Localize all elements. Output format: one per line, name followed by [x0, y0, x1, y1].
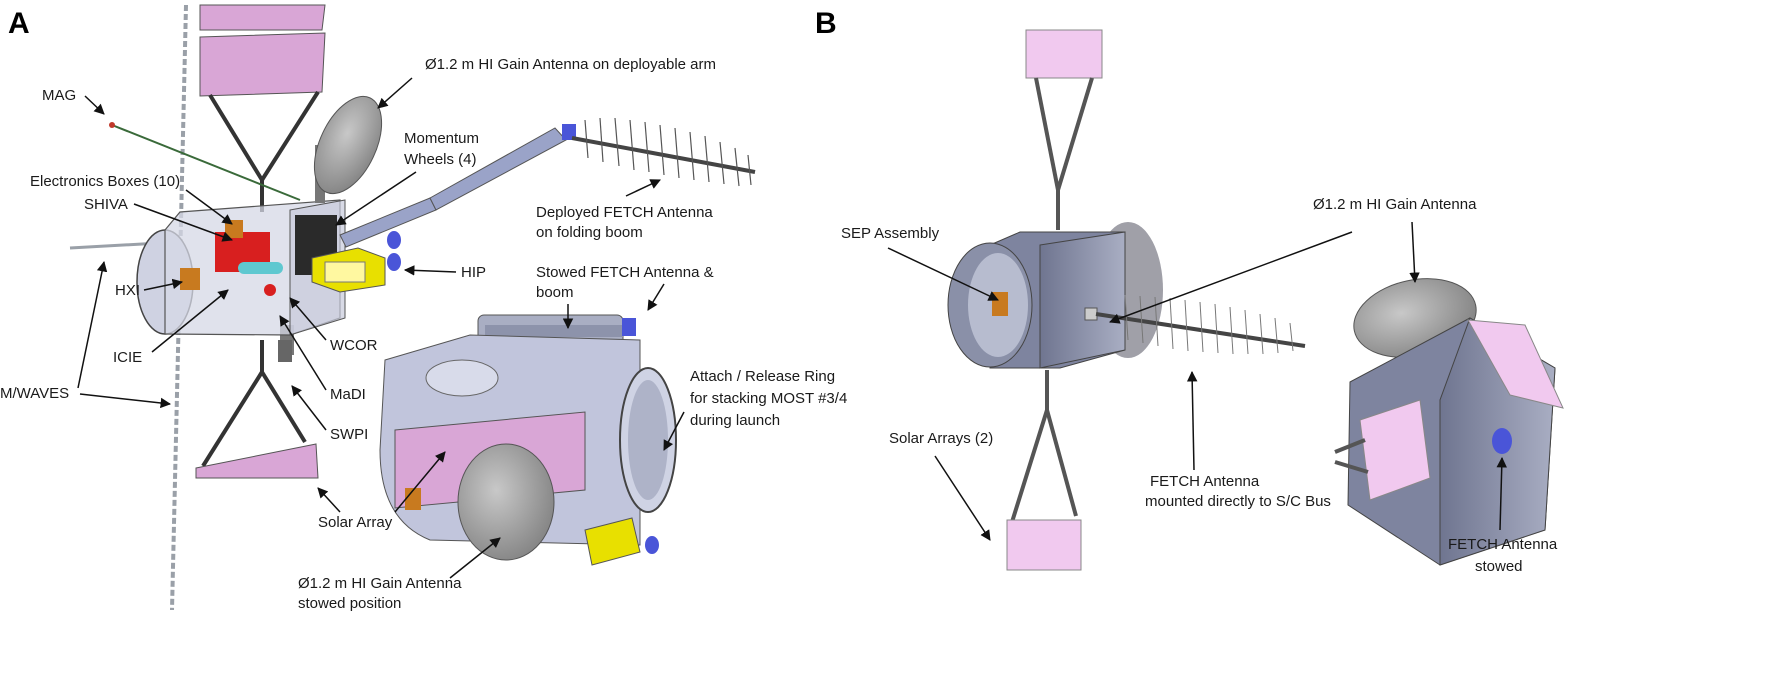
arrow-hga-deployable	[377, 77, 413, 109]
label-mwaves: M/WAVES	[0, 385, 69, 402]
label-hga-stowed-1: Ø1.2 m HI Gain Antenna	[298, 575, 462, 592]
arrow-solar-array-2	[394, 451, 446, 513]
arrow-hga-stowed	[449, 537, 501, 579]
arrow-fetch-mounted	[1186, 370, 1198, 471]
label-mag: MAG	[42, 87, 76, 104]
solar-array-b-top	[1025, 29, 1103, 230]
label-fetch-mounted-2: mounted directly to S/C Bus	[1145, 493, 1331, 510]
hip-instrument	[311, 231, 401, 293]
mwaves-antenna-horizontal	[69, 241, 161, 250]
label-ring-1: Attach / Release Ring	[690, 368, 835, 385]
label-hxi: HXI	[115, 282, 140, 299]
label-solar-array: Solar Array	[318, 514, 393, 531]
label-icie: ICIE	[113, 349, 142, 366]
fetch-antenna-mounted	[1084, 294, 1306, 355]
arrow-sep	[887, 247, 999, 301]
arrow-wcor	[289, 297, 327, 341]
label-shiva: SHIVA	[84, 196, 128, 213]
solar-array-top	[199, 4, 326, 212]
label-fetch-deployed-2: on folding boom	[536, 224, 643, 241]
arrow-momentum	[335, 171, 417, 226]
arrow-hip	[403, 265, 457, 276]
panel-b-letter: B	[815, 7, 837, 40]
stowed-spacecraft-b	[1334, 278, 1564, 566]
label-swpi: SWPI	[330, 426, 368, 443]
label-fetch-stowed-1: Stowed FETCH Antenna &	[536, 264, 714, 281]
label-fetch-stowed-2: boom	[536, 284, 574, 301]
label-hga-deployable: Ø1.2 m HI Gain Antenna on deployable arm	[425, 56, 716, 73]
label-fetch-mounted-1: FETCH Antenna	[1150, 473, 1260, 490]
arrow-hxi	[143, 278, 184, 291]
fetch-boom-deployed	[339, 117, 756, 248]
arrow-fetch-stowed-knob	[647, 283, 665, 311]
swpi-instrument	[278, 340, 292, 362]
panel-a: A	[0, 4, 847, 612]
label-sep: SEP Assembly	[841, 225, 940, 242]
mag-sensor	[109, 122, 115, 128]
label-fetch-deployed-1: Deployed FETCH Antenna	[536, 204, 713, 221]
arrow-ring	[663, 411, 685, 451]
arrow-fetch-stowed-b	[1496, 456, 1507, 531]
arrow-solar-array-1	[317, 487, 341, 513]
solar-array-b-bottom	[1006, 370, 1082, 571]
arrow-fetch-deployed	[625, 179, 661, 197]
label-madi: MaDI	[330, 386, 366, 403]
arrow-hga-b-2	[1409, 221, 1420, 284]
label-fetch-stowed-b-1: FETCH Antenna	[1448, 536, 1558, 553]
label-solar-arrays-b: Solar Arrays (2)	[889, 430, 993, 447]
label-hga-b: Ø1.2 m HI Gain Antenna	[1313, 196, 1477, 213]
arrow-mwaves-2	[79, 393, 172, 409]
label-fetch-stowed-b-2: stowed	[1475, 558, 1523, 575]
label-electronics: Electronics Boxes (10)	[30, 173, 180, 190]
arrow-icie	[151, 289, 229, 353]
label-hga-stowed-2: stowed position	[298, 595, 401, 612]
panel-a-letter: A	[8, 7, 30, 40]
arrow-electronics	[185, 189, 233, 225]
arrow-mwaves-1	[77, 260, 108, 389]
hga-deployed	[313, 95, 383, 203]
arrow-shiva	[133, 203, 233, 242]
label-ring-3: during launch	[690, 412, 780, 429]
arrow-solar-arrays-b	[934, 455, 991, 541]
label-momentum-2: Wheels (4)	[404, 151, 477, 168]
label-momentum-1: Momentum	[404, 130, 479, 147]
spacecraft-bus-b	[947, 222, 1163, 369]
label-hip: HIP	[461, 264, 486, 281]
arrow-swpi	[291, 385, 327, 431]
arrow-hga-b-1	[1109, 231, 1353, 324]
label-wcor: WCOR	[330, 337, 378, 354]
stowed-spacecraft	[379, 314, 677, 566]
label-ring-2: for stacking MOST #3/4	[690, 390, 847, 407]
arrow-mag	[84, 95, 105, 115]
panel-b: B	[815, 7, 1564, 575]
arrow-madi	[279, 315, 327, 391]
mag-boom	[111, 124, 301, 201]
